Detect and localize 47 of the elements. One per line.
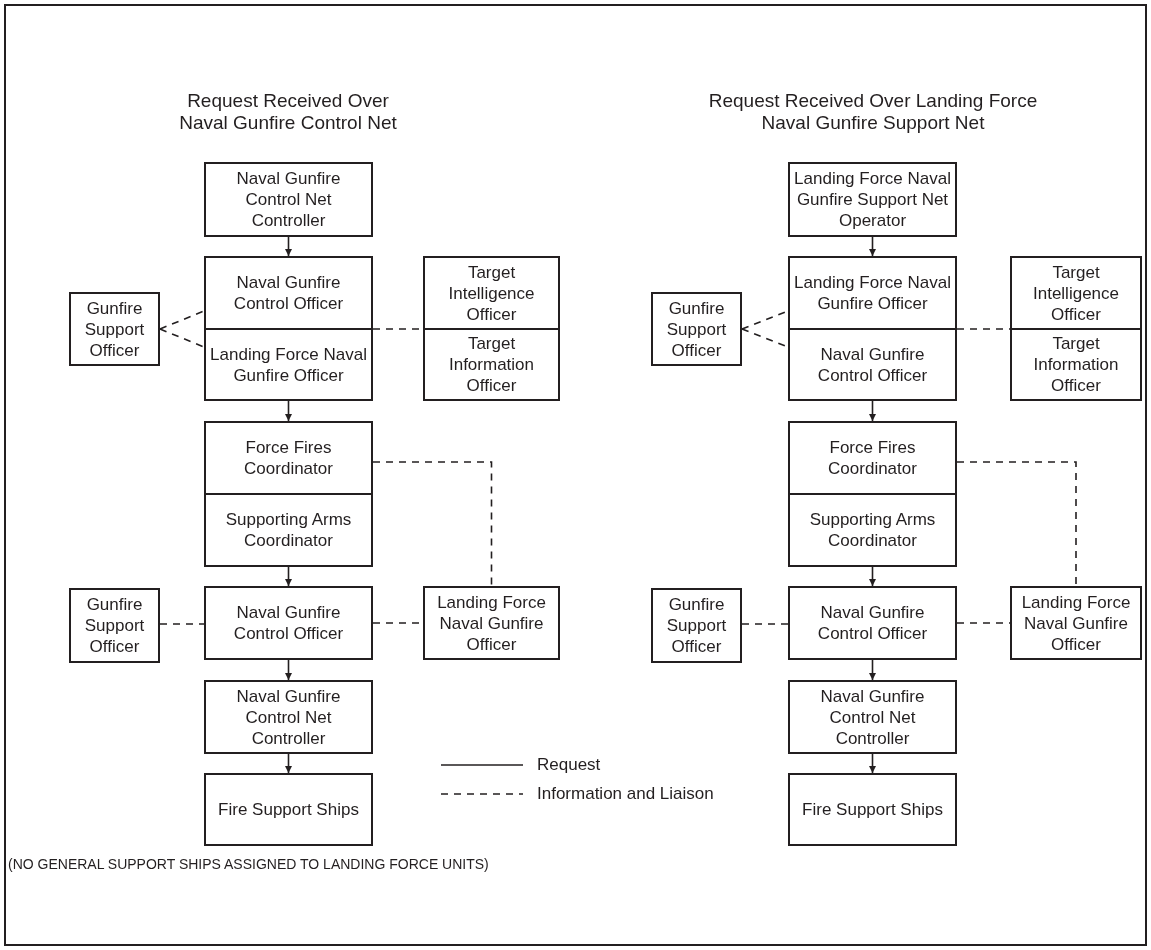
role-box: Gunfire Support Officer [651,292,742,366]
role-box: Landing Force Naval Gunfire Officer [1010,586,1142,660]
arrow [285,236,292,257]
role-box: Supporting Arms Coordinator [204,493,373,567]
role-box: Target Information Officer [423,328,560,401]
role-box: Naval Gunfire Control Officer [204,586,373,660]
role-box: Naval Gunfire Control Officer [788,328,957,401]
role-box: Gunfire Support Officer [69,292,160,366]
dashed-connector [159,310,205,330]
column-heading: Request Received Over Landing Force Naval Gunfire Support Net [707,90,1039,134]
role-box: Gunfire Support Officer [651,588,742,663]
role-box: Target Intelligence Officer [423,256,560,330]
role-box: Landing Force Naval Gunfire Officer [788,256,957,330]
role-box: Naval Gunfire Control Officer [788,586,957,660]
role-box: Naval Gunfire Control Net Controller [204,162,373,237]
dashed-connector [159,623,205,625]
role-box: Supporting Arms Coordinator [788,493,957,567]
role-box: Force Fires Coordinator [204,421,373,495]
role-box: Fire Support Ships [204,773,373,846]
arrow [869,659,876,681]
arrow [869,566,876,587]
arrow [285,659,292,681]
column-heading: Request Received Over Naval Gunfire Control Net [178,90,398,134]
role-box: Force Fires Coordinator [788,421,957,495]
arrow [285,753,292,774]
arrow [869,753,876,774]
role-box: Naval Gunfire Control Officer [204,256,373,330]
role-box: Naval Gunfire Control Net Controller [204,680,373,754]
legend-text: Information and Liaison [537,783,714,804]
role-box: Target Information Officer [1010,328,1142,401]
dashed-connector [956,461,1077,587]
role-box: Landing Force Naval Gunfire Officer [423,586,560,660]
legend-text: Request [537,754,601,775]
footnote: (NO GENERAL SUPPORT SHIPS ASSIGNED TO LANDING FORCE UNITS) [8,856,490,873]
dashed-connector [741,623,789,625]
role-box: Landing Force Naval Gunfire Officer [204,328,373,401]
arrow [869,236,876,257]
role-box: Naval Gunfire Control Net Controller [788,680,957,754]
dashed-connector [159,328,205,348]
arrow [869,400,876,422]
role-box: Fire Support Ships [788,773,957,846]
arrow [285,566,292,587]
role-box: Gunfire Support Officer [69,588,160,663]
role-box: Landing Force Naval Gunfire Support Net Operator [788,162,957,237]
role-box: Target Intelligence Officer [1010,256,1142,330]
dashed-connector [372,461,493,587]
arrow [285,400,292,422]
